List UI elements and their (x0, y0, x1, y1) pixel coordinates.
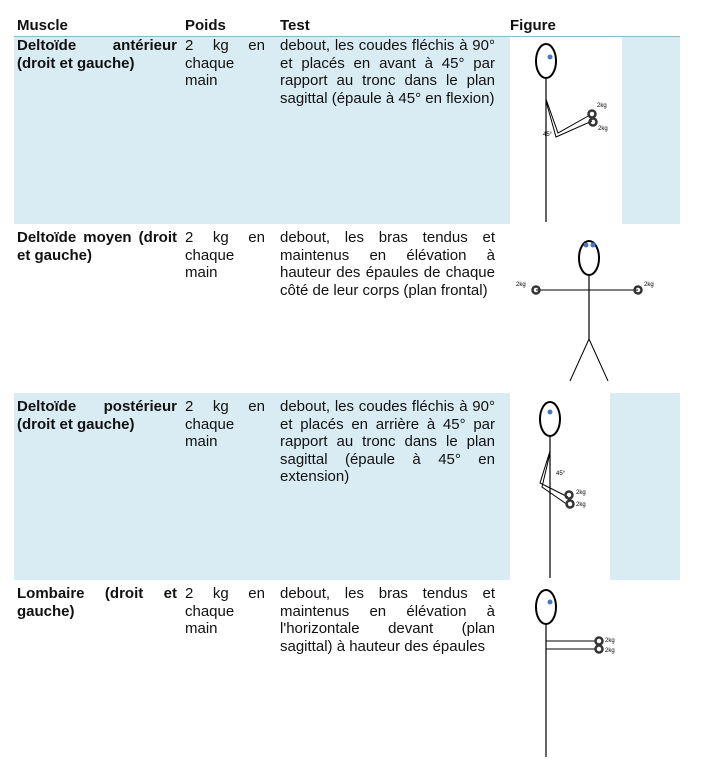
header-muscle: Muscle (17, 17, 68, 34)
header-test: Test (280, 17, 310, 34)
head-icon (578, 240, 600, 276)
figure-cell-bg-1 (510, 37, 622, 224)
arm-1 (539, 450, 569, 498)
leg-left (569, 338, 590, 382)
leg-right (588, 338, 609, 382)
row-4-test: debout, les bras tendus et maintenus en … (280, 585, 495, 655)
arm-2 (545, 100, 593, 138)
row-3-muscle: Deltoïde postérieur (droit et gauche) (17, 398, 177, 433)
header-divider (14, 36, 680, 37)
weight-icon (588, 117, 598, 127)
arm-1 (545, 98, 591, 134)
eye-dot (547, 54, 553, 60)
row-3-poids: 2 kg en chaque main (185, 398, 265, 451)
weight-icon (587, 109, 597, 119)
weight-icon (531, 285, 541, 295)
weight-label-2: 2kg (576, 502, 586, 508)
row-1-figure: 2kg 2kg 45° (535, 43, 608, 222)
row-1-test: debout, les coudes fléchis à 90° et plac… (280, 37, 495, 107)
header-poids: Poids (185, 17, 226, 34)
head-icon (539, 401, 561, 437)
row-2-figure: 2kg 2kg (516, 240, 654, 382)
weight-label-1: 2kg (576, 490, 586, 496)
weight-label-2: 2kg (605, 648, 615, 654)
weight-icon (564, 490, 574, 500)
weight-label-2: 2kg (598, 126, 608, 132)
eye-dot (547, 409, 553, 415)
angle-label: 45° (543, 132, 553, 138)
row-1-poids: 2 kg en chaque main (185, 37, 265, 90)
weight-label-left: 2kg (516, 282, 526, 288)
row-4-poids: 2 kg en chaque main (185, 585, 265, 638)
eye-dot (590, 242, 596, 248)
eye-dot (583, 242, 589, 248)
row-2-poids: 2 kg en chaque main (185, 229, 265, 282)
row-2-muscle: Deltoïde moyen (droit et gauche) (17, 229, 177, 264)
weight-label-1: 2kg (597, 103, 607, 109)
weight-label-right: 2kg (644, 282, 654, 288)
head-icon (535, 589, 557, 625)
row-3-test: debout, les coudes fléchis à 90° et plac… (280, 398, 495, 486)
row-3-figure: 2kg 2kg 45° (539, 401, 586, 578)
weight-icon (633, 285, 643, 295)
head-icon (535, 43, 557, 79)
row-4-muscle: Lombaire (droit et gauche) (17, 585, 177, 620)
row-1-muscle: Deltoïde antérieur (droit et gauche) (17, 37, 177, 72)
angle-label: 45° (556, 471, 566, 477)
weight-icon (565, 499, 575, 509)
weight-icon (594, 644, 604, 654)
arm-2 (541, 452, 569, 506)
row-4-figure: 2kg 2kg (535, 589, 615, 757)
eye-dot (547, 599, 553, 605)
weight-label-1: 2kg (605, 638, 615, 644)
header-figure: Figure (510, 17, 556, 34)
weight-icon (594, 636, 604, 646)
row-2-test: debout, les bras tendus et maintenus en … (280, 229, 495, 299)
